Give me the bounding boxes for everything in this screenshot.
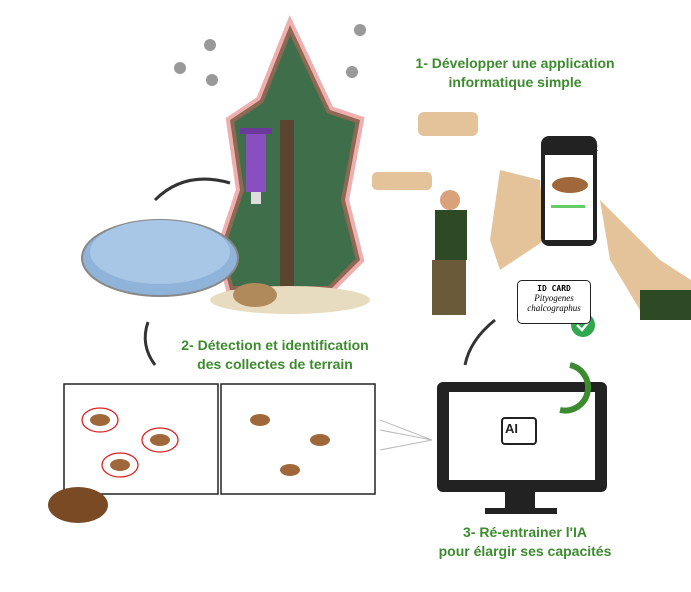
species-epithet: chalcographus	[527, 303, 581, 313]
petri-dish	[81, 219, 239, 297]
arrow-trap-to-dish	[153, 177, 231, 202]
step-1-line-1: 1- Développer une application	[415, 55, 615, 71]
raw-photo	[220, 383, 376, 495]
arrow-up	[463, 318, 496, 366]
tree	[210, 14, 370, 314]
hand-holding-phone	[490, 136, 691, 320]
app-name: ScolyteNet	[546, 143, 598, 154]
step-2-line-2: des collectes de terrain	[197, 356, 353, 372]
id-card-title: ID CARD	[537, 284, 571, 293]
step-2-line-1: 2- Détection et identification	[181, 337, 369, 353]
flying-insects-icon	[174, 24, 366, 86]
person-with-phone	[372, 112, 478, 315]
id-card: ID CARD Pityogenes chalcographus	[517, 280, 591, 324]
step-3-label: 3- Ré-entrainer l'IA pour élargir ses ca…	[400, 523, 650, 561]
step-2-label: 2- Détection et identification des colle…	[150, 336, 400, 374]
detection-boxes	[81, 407, 179, 478]
step-1-label: 1- Développer une application informatiq…	[390, 54, 640, 92]
retrain-cycle-icon	[559, 362, 592, 414]
species-genus: Pityogenes	[534, 293, 574, 303]
beetle-closeup	[48, 487, 108, 523]
ai-chip-label: AI	[505, 421, 518, 436]
arrow-to-ai	[379, 419, 433, 451]
step-1-line-2: informatique simple	[448, 74, 582, 90]
step-3-line-1: 3- Ré-entrainer l'IA	[463, 524, 587, 540]
arrow-down	[143, 321, 157, 366]
trap-icon	[240, 128, 272, 204]
beetles	[90, 414, 330, 476]
annotated-photo	[63, 383, 219, 495]
step-3-line-2: pour élargir ses capacités	[438, 543, 612, 559]
